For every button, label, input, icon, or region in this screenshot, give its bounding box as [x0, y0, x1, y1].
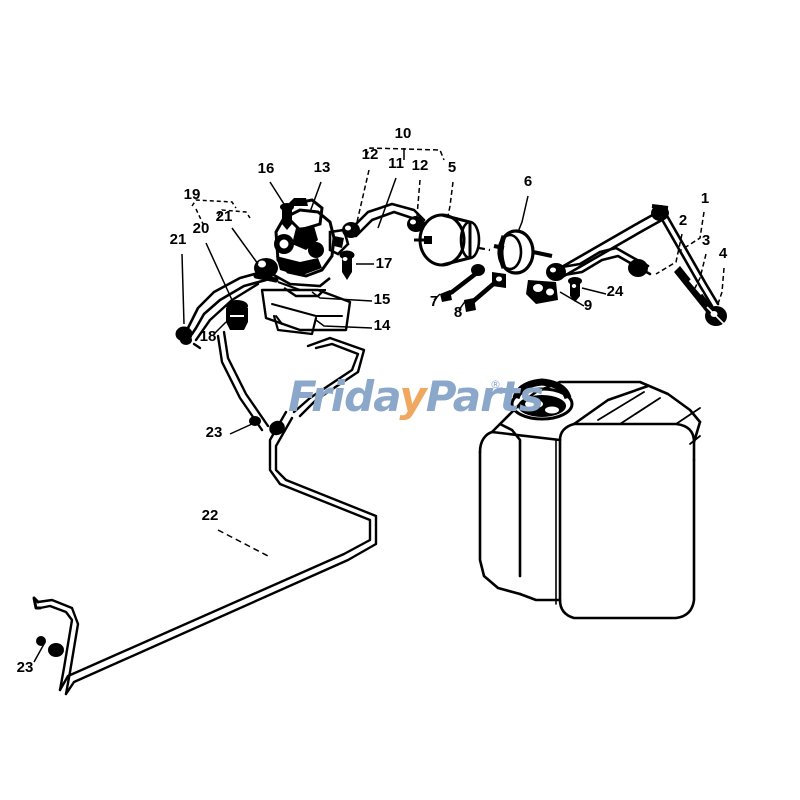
callout-6: 6	[524, 173, 532, 190]
callout-16: 16	[258, 160, 275, 177]
linkage-fitting-upper	[651, 204, 669, 221]
fuel-line-long	[32, 410, 378, 696]
linkage-fitting-mid	[628, 259, 648, 277]
callout-3: 3	[702, 232, 710, 249]
callout-11: 11	[388, 155, 404, 172]
bolt-16	[280, 203, 294, 230]
linkage-fitting-left	[546, 263, 566, 281]
cap-fitting-24	[568, 277, 582, 302]
callout-18: 18	[200, 328, 217, 345]
pump-inlet-fitting	[253, 258, 279, 283]
fitting-8-head	[464, 272, 506, 312]
fuel-tank	[478, 380, 702, 620]
fuel-tank-cap	[510, 378, 574, 421]
hose-clamp-18	[226, 300, 248, 330]
fuel-filter	[414, 213, 481, 267]
fuel-pump-assembly	[271, 198, 350, 298]
callout-24: 24	[607, 283, 624, 300]
hose-clamp-23-lower	[36, 636, 64, 657]
fuel-line-bracket-to-tank	[216, 330, 366, 432]
callout-21-upper: 21	[216, 208, 233, 225]
callout-19: 19	[184, 186, 201, 203]
bolt-17	[339, 250, 355, 280]
callout-23-lower: 23	[17, 659, 34, 676]
callout-20: 20	[193, 220, 210, 237]
callout-5: 5	[448, 159, 456, 176]
callout-21-lower: 21	[170, 231, 187, 248]
callout-22: 22	[202, 507, 219, 524]
leader-lines	[33, 147, 725, 663]
callout-17: 17	[376, 255, 393, 272]
elbow-fitting	[493, 229, 553, 275]
callout-10: 10	[395, 125, 412, 142]
callout-12-left: 12	[362, 146, 379, 163]
callout-2: 2	[679, 212, 687, 229]
linkage-end-nut	[705, 306, 727, 326]
union-fitting-9	[526, 280, 558, 304]
fitting-7-head	[440, 264, 485, 302]
hose-clamp-12-left	[342, 222, 360, 238]
hose-clamp-12-right	[407, 216, 425, 232]
callout-15: 15	[374, 291, 391, 308]
callout-23-upper: 23	[206, 424, 223, 441]
callout-8: 8	[454, 304, 462, 321]
callout-1: 1	[701, 190, 709, 207]
callout-9: 9	[584, 297, 592, 314]
callout-numbers: 1 2 3 4 5 6 7 8 9 10 11 12 12 13 14 15 1…	[17, 125, 728, 676]
fuel-line-filter-to-elbow	[478, 246, 491, 252]
callout-7: 7	[430, 293, 438, 310]
callout-4: 4	[719, 245, 728, 262]
callout-13: 13	[314, 159, 331, 176]
hose-end-fitting-left	[175, 326, 193, 345]
fuel-line-lower-left	[192, 282, 260, 350]
callout-14: 14	[374, 317, 391, 334]
callout-12-right: 12	[412, 157, 429, 174]
